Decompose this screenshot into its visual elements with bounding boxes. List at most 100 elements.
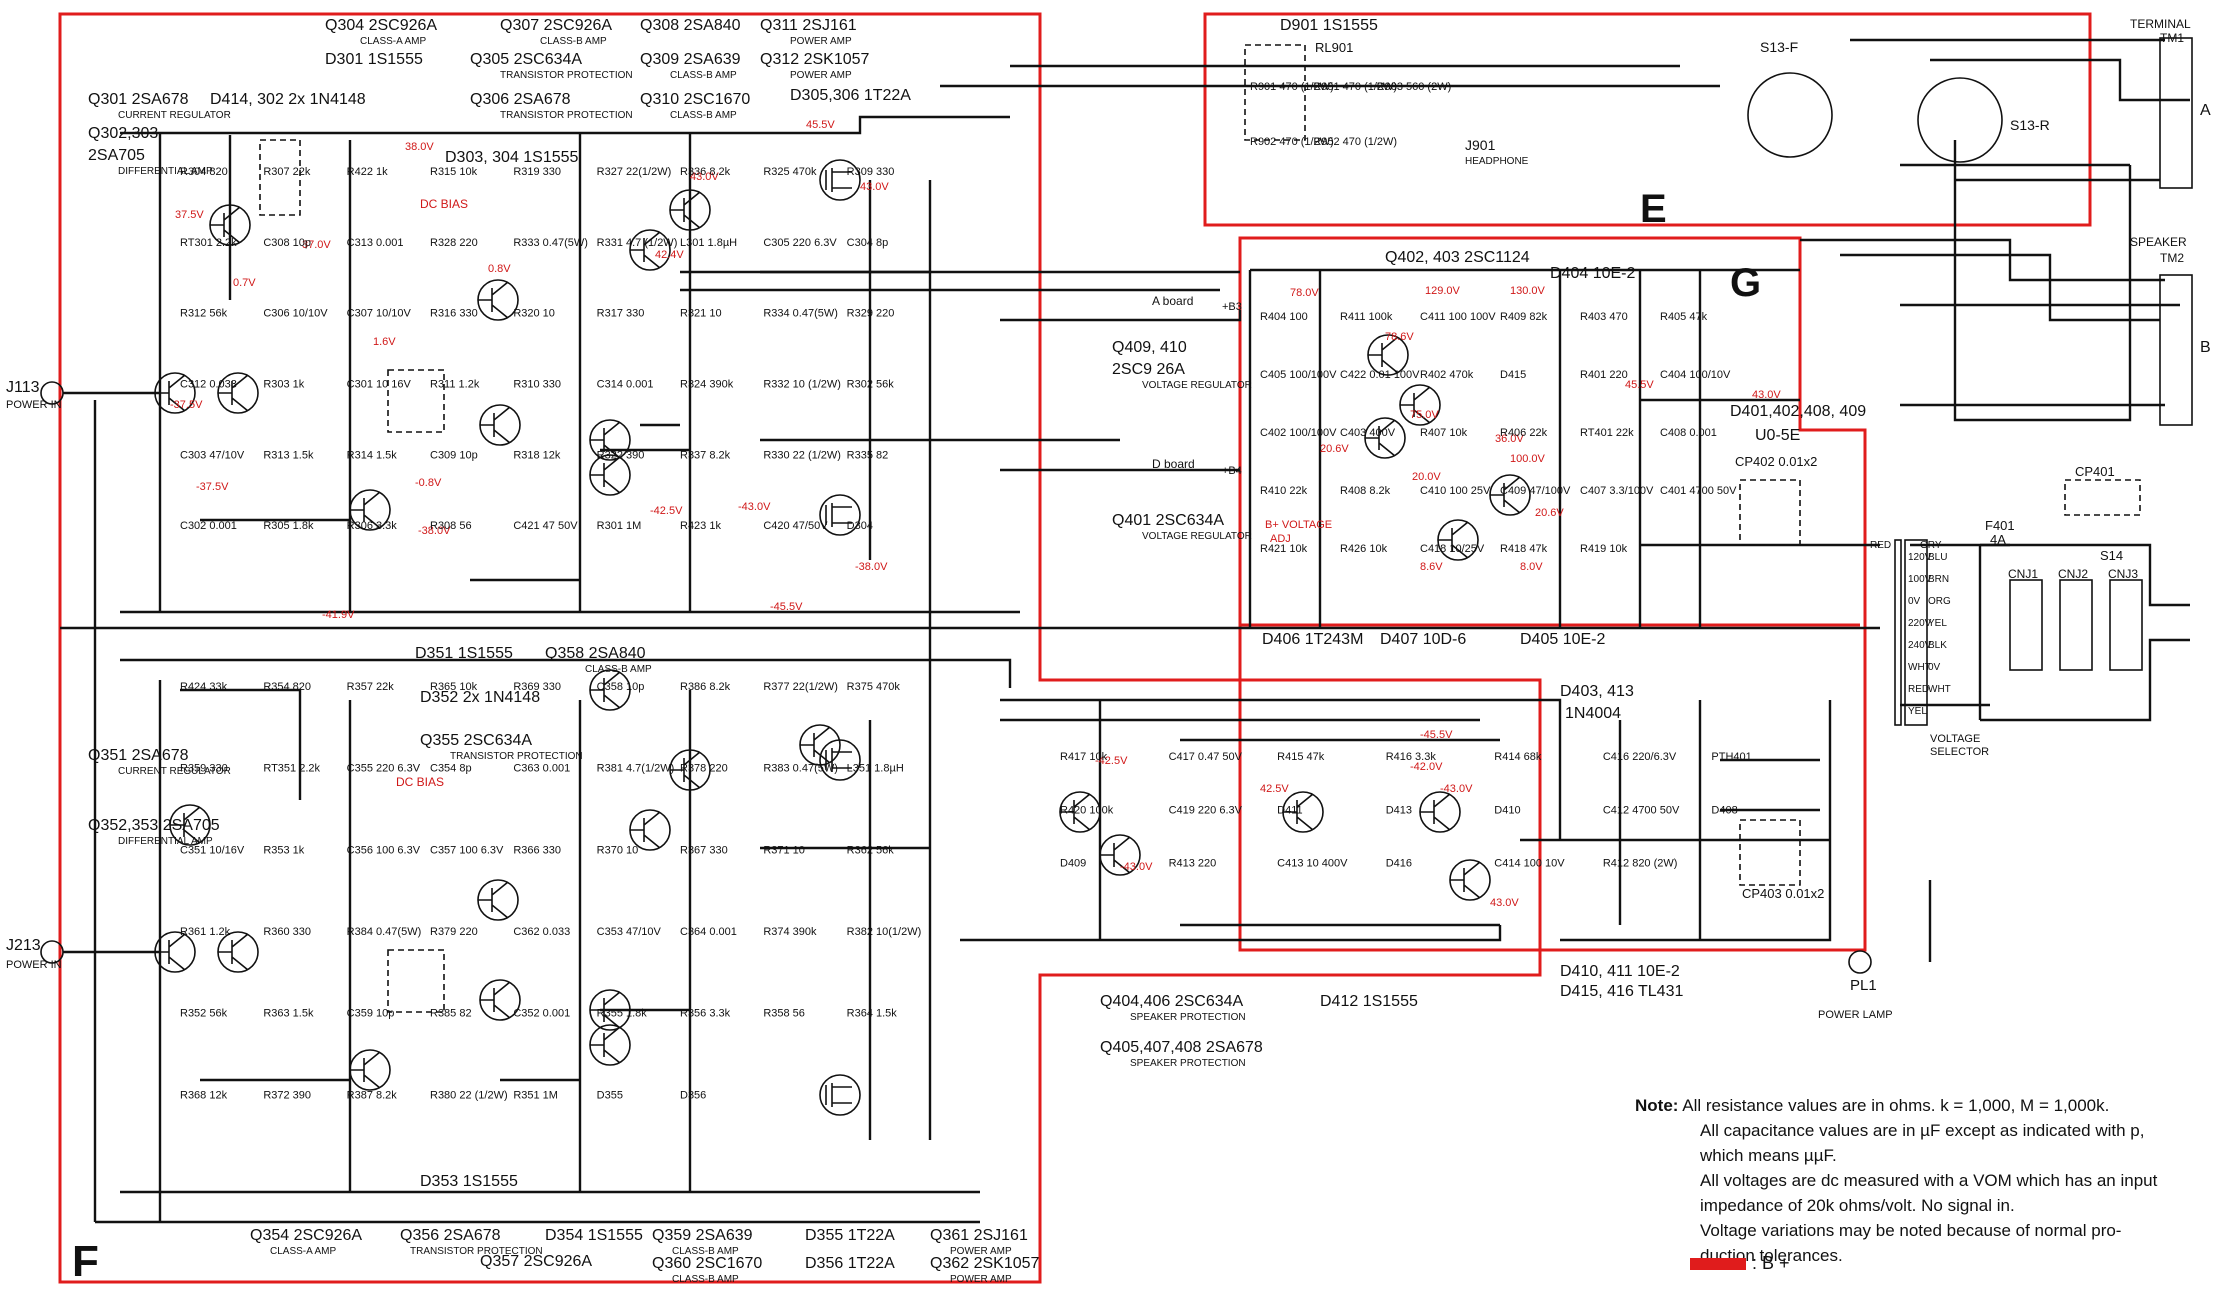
transformer — [1894, 539, 1902, 726]
voltage-power: 43.0V — [1752, 389, 1781, 401]
bottom-sublabel: CLASS-B AMP — [585, 664, 652, 675]
e-component: R901 470 (1/2W) — [1250, 81, 1334, 93]
protect-component: D416 — [1386, 858, 1412, 870]
bottom-component: R387 8.2k — [347, 1089, 398, 1101]
transformer-tap-label: YEL — [1928, 618, 1947, 629]
protect-component: C414 100 10V — [1494, 858, 1565, 870]
transistor-symbol — [589, 989, 631, 1031]
bottom-label: D354 1S1555 — [545, 1227, 643, 1244]
d414-box — [259, 139, 301, 216]
voltage-top: -38.0V — [855, 561, 888, 573]
transistor-symbol — [169, 804, 211, 846]
ac-line-2 — [1980, 638, 2190, 722]
transformer-tap-label: 0V — [1928, 662, 1941, 673]
cnj3-label: CNJ3 — [2108, 567, 2138, 581]
voltage-power: -42.0V — [1410, 761, 1443, 773]
voltage-top: 38.0V — [405, 141, 434, 153]
top-sublabel: CLASS-A AMP — [360, 36, 426, 47]
bottom-label: Q360 2SC1670 — [652, 1255, 762, 1272]
voltage-selector-label: VOLTAGE — [1930, 733, 1980, 745]
power-label: Q402, 403 2SC1124 — [1385, 249, 1530, 266]
bottom-sublabel: CLASS-A AMP — [270, 1246, 336, 1257]
terminal-label: TERMINAL — [2130, 17, 2191, 31]
protect-component: C416 220/6.3V — [1603, 751, 1677, 763]
transistor-symbol — [479, 979, 521, 1021]
g-component: R407 10k — [1420, 427, 1468, 439]
protect-component: C412 4700 50V — [1603, 804, 1680, 816]
voltage-power: 130.0V — [1510, 285, 1546, 297]
bottom-label: Q361 2SJ161 — [930, 1227, 1028, 1244]
voltage-top: 0.8V — [488, 263, 511, 275]
g-component: R402 470k — [1420, 369, 1474, 381]
g-component: C402 100/100V — [1260, 427, 1337, 439]
transistor-symbol — [669, 189, 711, 231]
g-component: R409 82k — [1500, 311, 1548, 323]
notes-block: Note: All resistance values are in ohms.… — [1635, 1093, 2205, 1268]
power-label: 2SC9 26A — [1112, 361, 1185, 378]
bottom-component: R368 12k — [180, 1089, 228, 1101]
transistor-symbol — [1059, 791, 1101, 833]
top-label: Q301 2SA678 — [88, 91, 189, 108]
protect-component: R420 100k — [1060, 804, 1114, 816]
note-line-6: Voltage variations may be noted because … — [1700, 1221, 2122, 1240]
voltage-top: -42.5V — [650, 505, 683, 517]
bottom-sublabel: POWER AMP — [950, 1274, 1012, 1285]
top-component: R327 22(1/2W) — [597, 166, 672, 178]
top-component: C309 10p — [430, 449, 478, 461]
bottom-component: R382 10(1/2W) — [847, 926, 922, 938]
g-component: R404 100 — [1260, 311, 1308, 323]
rl901-relay — [1244, 44, 1306, 141]
bottom-label: D351 1S1555 — [415, 645, 513, 662]
terminal-b-letter: B — [2200, 339, 2211, 356]
g-component: R421 10k — [1260, 543, 1308, 555]
transistor-symbol — [217, 931, 259, 973]
e-component: R902 470 (1/2W) — [1250, 136, 1334, 148]
top-sublabel: TRANSISTOR PROTECTION — [500, 70, 633, 81]
top-label: Q310 2SC1670 — [640, 91, 750, 108]
transformer-tap-label: BLU — [1928, 552, 1947, 563]
protect-component: D411 — [1277, 804, 1302, 816]
top-component: C304 8p — [847, 237, 889, 249]
bottom-component: R384 0.47(5W) — [347, 926, 422, 938]
top-component: C302 0.001 — [180, 520, 237, 532]
bplus-adj-label-2: ADJ — [1270, 533, 1291, 545]
mosfet-symbol — [819, 739, 861, 781]
bottom-component: R358 56 — [763, 1008, 805, 1020]
top-component: C305 220 6.3V — [763, 237, 837, 249]
voltage-top: 37.5V — [175, 209, 204, 221]
bottom-label: Q358 2SA840 — [545, 645, 646, 662]
transistor-symbol — [217, 372, 259, 414]
top-component: R315 10k — [430, 166, 478, 178]
g-component: R426 10k — [1340, 543, 1388, 555]
top-label: Q306 2SA678 — [470, 91, 571, 108]
transistor-symbol — [589, 419, 631, 461]
protect-component: R416 3.3k — [1386, 751, 1437, 763]
top-component: R332 10 (1/2W) — [763, 379, 841, 391]
top-component: R324 390k — [680, 379, 734, 391]
section-letter-g: G — [1730, 261, 1761, 305]
speaker-label: SPEAKER — [2130, 235, 2187, 249]
transistor-symbol — [349, 1049, 391, 1091]
bottom-label: D356 1T22A — [805, 1255, 895, 1272]
top-component: R317 330 — [597, 308, 645, 320]
g-component: C401 4700 50V — [1660, 485, 1737, 497]
j213-label: J213 — [6, 937, 41, 954]
top-sublabel: POWER AMP — [790, 70, 852, 81]
g-component: RT401 22k — [1580, 427, 1634, 439]
e-component: R951 470 (1/2W) — [1313, 81, 1397, 93]
power-label: D407 10D-6 — [1380, 631, 1466, 648]
top-component: R334 0.47(5W) — [763, 308, 838, 320]
voltage-power: 129.0V — [1425, 285, 1461, 297]
transformer-tap-label: WHT — [1908, 662, 1931, 673]
top-component: R321 10 — [680, 308, 722, 320]
transistor-symbol — [589, 454, 631, 496]
top-component: R314 1.5k — [347, 449, 398, 461]
terminal-a-block — [2159, 37, 2193, 189]
bottom-component: D355 — [597, 1089, 623, 1101]
bottom-component: C362 0.033 — [513, 926, 570, 938]
protect-component: PTH401 — [1711, 751, 1751, 763]
mosfet-symbol — [819, 494, 861, 536]
bplus-legend-label: : B + — [1752, 1253, 1790, 1273]
dc-bias-bot-label: DC BIAS — [396, 775, 444, 789]
voltage-top: 37.0V — [302, 239, 331, 251]
